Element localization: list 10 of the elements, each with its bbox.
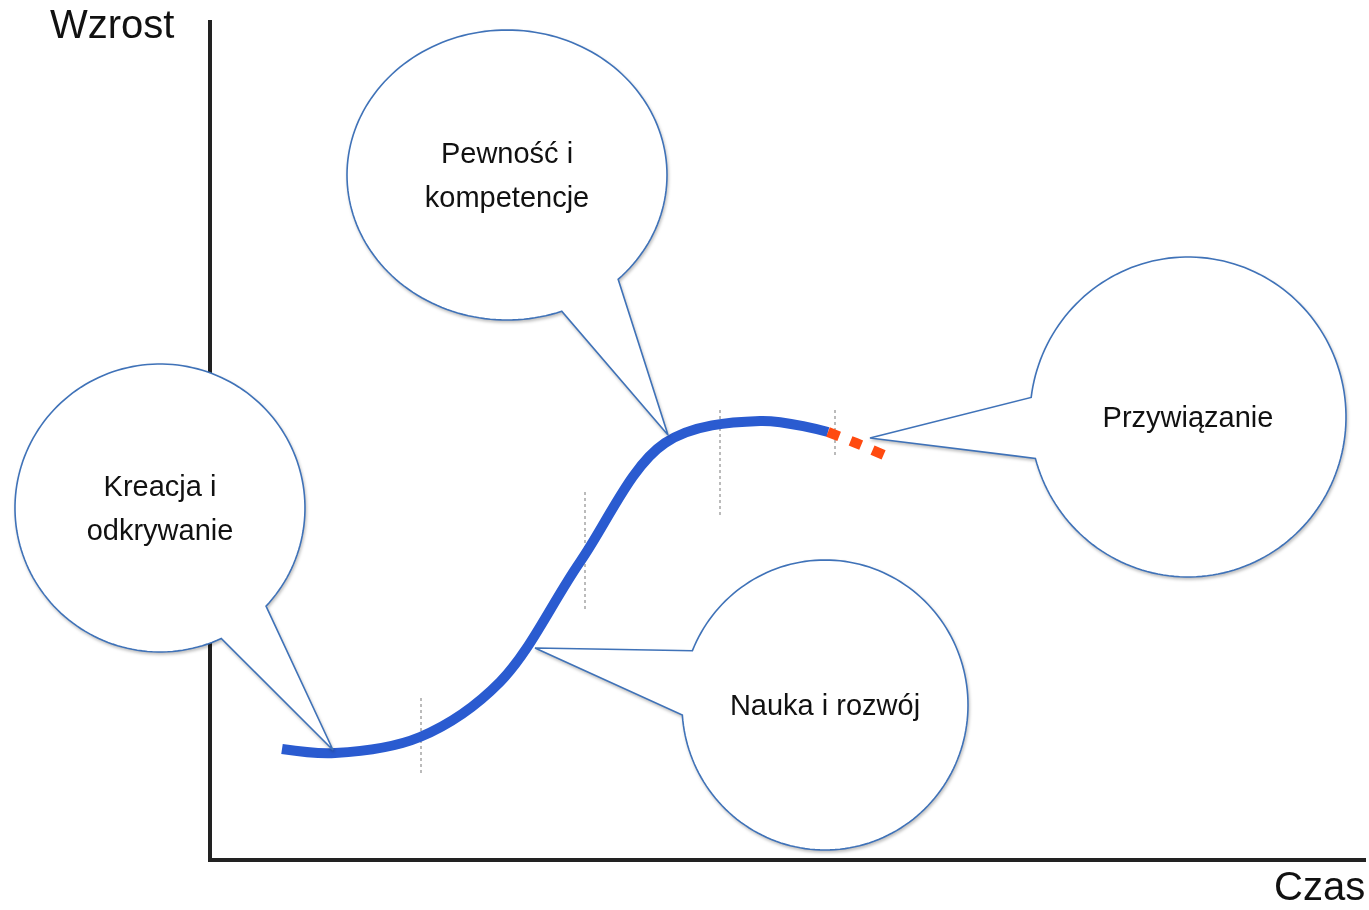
axis-label: Czas <box>1274 864 1366 909</box>
speech-bubble <box>869 256 1347 578</box>
speech-bubble <box>346 29 669 436</box>
speech-bubble <box>534 559 969 851</box>
bubble-text: Nauka i rozwój <box>728 688 922 723</box>
axis-label: Wzrost <box>50 2 175 47</box>
bubble-text: Kreacja i odkrywanie <box>85 469 235 548</box>
speech-bubble <box>14 363 334 751</box>
bubble-text: Pewność i kompetencje <box>423 136 591 215</box>
bubble-text: Przywiązanie <box>1101 400 1275 435</box>
